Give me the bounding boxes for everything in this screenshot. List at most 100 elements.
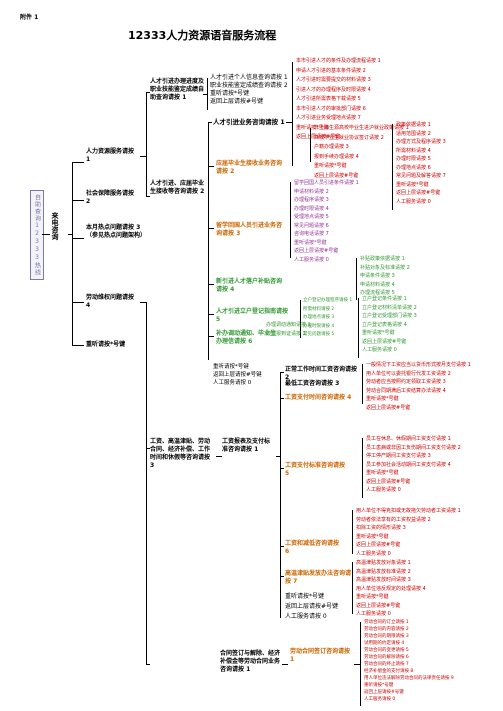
hr-b-agent: 人工服务请按 0 bbox=[213, 380, 252, 386]
menu-social-security: 社会保障服务请按 2 bbox=[86, 190, 135, 205]
list-item: 重听请按*号键 bbox=[314, 163, 347, 169]
list-item: 重听请按*号键 bbox=[366, 396, 399, 402]
labor-back: 返回上层请按#号键 bbox=[285, 603, 339, 610]
list-item: 停工停产期间工资支付请按 3 bbox=[366, 453, 431, 459]
hr-b-back: 返回上层请按#号键 bbox=[213, 372, 262, 378]
hr-progress-query: 人才引进办理进度及职业技能鉴定成绩自助查询请按 1 bbox=[150, 78, 205, 101]
list-item: 办理调动通知请按 1 bbox=[266, 322, 311, 328]
list-item: 扣除工资的情形请按 3 bbox=[356, 525, 406, 531]
list-item: 立户登记表格请按 4 bbox=[362, 321, 407, 328]
wage-payment-list: 一般情况下工资应当以货币形式按月支付请按 1 用人单位可以委托银行代发工资请按 … bbox=[366, 362, 471, 413]
wage-deduction-list: 用人单位不得克扣或无故拖欠劳动者工资请按 1 劳动者依法享有的工资权益请按 2 … bbox=[356, 508, 461, 559]
register-right-list: 立户登记条件请按 1 立户登记材料清单请按 2 立户登记受理部门请按 3 立户登… bbox=[362, 296, 417, 356]
list-item: 常见问题请按 6 bbox=[294, 222, 329, 229]
list-item: 重听请按*号键 bbox=[210, 90, 250, 97]
list-item: 办理地点请按 6 bbox=[396, 164, 431, 171]
list-item: 用人单位违反规定的处理请按 4 bbox=[356, 585, 426, 592]
list-item: 返回上层请按#号键 bbox=[366, 478, 411, 485]
list-item: 返回上层请按#号键 bbox=[210, 98, 264, 105]
list-item: 重听请按*号键 bbox=[364, 683, 394, 688]
list-item: 一般情况下工资应当以货币形式按月支付请按 1 bbox=[366, 362, 471, 368]
list-item: 人才引进个人信息查询请按 1 bbox=[210, 74, 288, 81]
labor-agent: 人工服务请按 0 bbox=[285, 613, 327, 620]
list-item: 高温津贴发放标准请按 2 bbox=[356, 568, 411, 575]
list-item: 返回上层请按#号键 bbox=[362, 338, 407, 345]
list-item: 所需材料请按 4 bbox=[396, 147, 431, 154]
leave-wage-list: 员工在休息、休假期间工资支付请按 1 员工患病或非因工负伤期间工资支付请按 2 … bbox=[366, 436, 461, 496]
list-item: 补贴对象及标准请按 2 bbox=[360, 264, 410, 271]
list-item: 申请材料请按 2 bbox=[294, 188, 329, 195]
menu-labor-rights: 劳动维权问题请按 4 bbox=[86, 294, 135, 309]
list-item: 试用期的约定请按 4 bbox=[364, 641, 405, 646]
list-item: 人工服务请按 0 bbox=[362, 347, 397, 353]
list-item: 重听请按*号键 bbox=[294, 239, 327, 246]
list-item: 办理流程请按 5 bbox=[360, 290, 395, 296]
labor-repeat: 重听请按*号键 bbox=[285, 593, 325, 600]
list-item: 劳动合同的变更请按 5 bbox=[364, 648, 409, 653]
list-item: 本市引进人才的条件及办理流程请按 1 bbox=[296, 58, 381, 64]
list-item: 人才引进时需要提交的材料请按 3 bbox=[296, 77, 371, 83]
list-item: 重听请按*号键 bbox=[296, 124, 329, 131]
hr-b-repeat: 重听请按*号键 bbox=[213, 364, 249, 370]
labor-item-7: 高温津贴发放办法咨询请按 7 bbox=[285, 570, 352, 585]
contract-detail-list: 劳动合同的订立请按 1 劳动合同的内容请按 2 劳动合同的期限请按 3 试用期的… bbox=[364, 620, 454, 704]
list-item: 返回上层请按#号键 bbox=[366, 404, 411, 411]
labor-item-6: 工资和减低咨询请按 6 bbox=[285, 540, 340, 555]
page-title: 12333人力资源语音服务流程 bbox=[128, 29, 277, 42]
list-item: 返回上层请按#号键 bbox=[294, 248, 339, 254]
list-item: 重听请按*号键 bbox=[362, 330, 395, 336]
returnee-detail-list: 留学回国人员引进条件请按 1 申请材料请按 2 办理程序请按 3 办理时限请按 … bbox=[294, 180, 359, 265]
menu-repeat: 重听请按*号键 bbox=[86, 341, 126, 348]
list-item: 职业技能鉴定成绩查询请按 2 bbox=[210, 82, 288, 89]
heat-allowance-list: 高温津贴发放对象请按 1 高温津贴发放标准请按 2 高温津贴发放时间请按 3 用… bbox=[356, 560, 426, 620]
hr-b-item-5: 人才引进立户登记指南请按 5 bbox=[216, 308, 289, 323]
list-item: 返回上层请按#号键 bbox=[296, 134, 341, 140]
hr-b-item-3: 留学回国人员引进业务咨询请按 3 bbox=[216, 222, 283, 237]
list-item: 补贴政策依据请按 1 bbox=[360, 256, 405, 262]
subsidy-detail-list: 补贴政策依据请按 1 补贴对象及标准请按 2 申请条件请按 3 申请材料请按 4… bbox=[360, 256, 410, 299]
list-item: 返回上层请按#号键 bbox=[314, 172, 359, 179]
list-item: 人工服务请按 0 bbox=[396, 198, 431, 205]
list-item: 人才引进业务受理地点请按 7 bbox=[296, 115, 361, 121]
list-item: 人工服务请按 0 bbox=[294, 256, 329, 263]
menu-hot-topics: 本月热点问题请按 3（参见热点问题架构） bbox=[86, 224, 147, 239]
contract-item: 劳动合同签订咨询请按 1 bbox=[290, 648, 351, 663]
list-item: 申请人才引进的基本条件请按 2 bbox=[296, 67, 366, 74]
list-item: 员工参加社会活动期间工资支付请按 4 bbox=[366, 461, 451, 468]
root-node: 来电咨询 bbox=[51, 212, 59, 240]
list-item: 受理地点请按 5 bbox=[294, 214, 329, 220]
graduate-policy-list: 非上海生源高校毕业生进沪就业政策请按 1 高校毕业生就业协议签订请按 2 户籍办… bbox=[314, 125, 409, 182]
list-item: 立户登记办理程序请按 1 bbox=[303, 298, 353, 303]
hr-b-item-6: 补办调动通知、毕业生办理信请按 6 bbox=[216, 330, 277, 345]
list-item: 劳动者应当按照约定领取工资请按 3 bbox=[366, 379, 446, 385]
list-item: 返回上层请按#号键 bbox=[356, 542, 401, 548]
register-left-list: 立户登记办理程序请按 1 所需材料请按 2 办理地点请按 3 办理时限请按 4 … bbox=[303, 298, 352, 341]
list-item: 政策依据请按 1 bbox=[396, 122, 431, 128]
list-item: 人工服务请按 0 bbox=[356, 611, 391, 617]
list-item: 重听请按*号键 bbox=[366, 470, 399, 476]
list-item: 劳动者依法享有的工资权益请按 2 bbox=[356, 516, 431, 523]
list-item: 用人单位可以委托银行代发工资请按 2 bbox=[366, 370, 451, 377]
list-item: 员工在休息、休假期间工资支付请按 1 bbox=[366, 436, 451, 442]
labor-sub-menu: 工资报表及支付标准咨询请按 1 bbox=[222, 438, 271, 453]
list-item: 返回上层请按#号键 bbox=[356, 602, 401, 609]
list-item: 咨询电话请按 7 bbox=[294, 231, 329, 237]
list-item: 报到手续办理请按 4 bbox=[314, 153, 359, 160]
list-item: 非上海生源高校毕业生进沪就业政策请按 1 bbox=[314, 125, 409, 131]
labor-item-4: 工资支付时间咨询请按 4 bbox=[285, 394, 352, 401]
list-item: 办理时限请按 5 bbox=[396, 156, 431, 162]
labor-item-5: 工资支付标准咨询请按 5 bbox=[285, 462, 346, 477]
list-item: 劳动合同的订立请按 1 bbox=[364, 620, 409, 625]
graduate-process-list: 政策依据请按 1 适用范围请按 2 办理方式及程序请按 3 所需材料请按 4 办… bbox=[396, 122, 446, 207]
list-item: 常见问题请按 5 bbox=[303, 332, 335, 337]
transfer-items: 办理调动通知请按 1 办理报到证请按 2 bbox=[266, 322, 311, 339]
list-item: 劳动合同的终止请按 7 bbox=[364, 662, 409, 667]
list-item: 劳动合同的内容请按 2 bbox=[364, 627, 409, 632]
list-item: 重听请按*号键 bbox=[356, 533, 389, 540]
list-item: 立户登记受理部门请按 3 bbox=[362, 313, 417, 319]
list-item: 高温津贴发放对象请按 1 bbox=[356, 560, 411, 566]
list-item: 返回上层请按#号键 bbox=[364, 690, 404, 695]
list-item: 劳动合同的解除请按 6 bbox=[364, 655, 409, 660]
list-item: 经济补偿金的支付请按 8 bbox=[364, 669, 414, 674]
list-item: 留学回国人员引进条件请按 1 bbox=[294, 180, 359, 186]
